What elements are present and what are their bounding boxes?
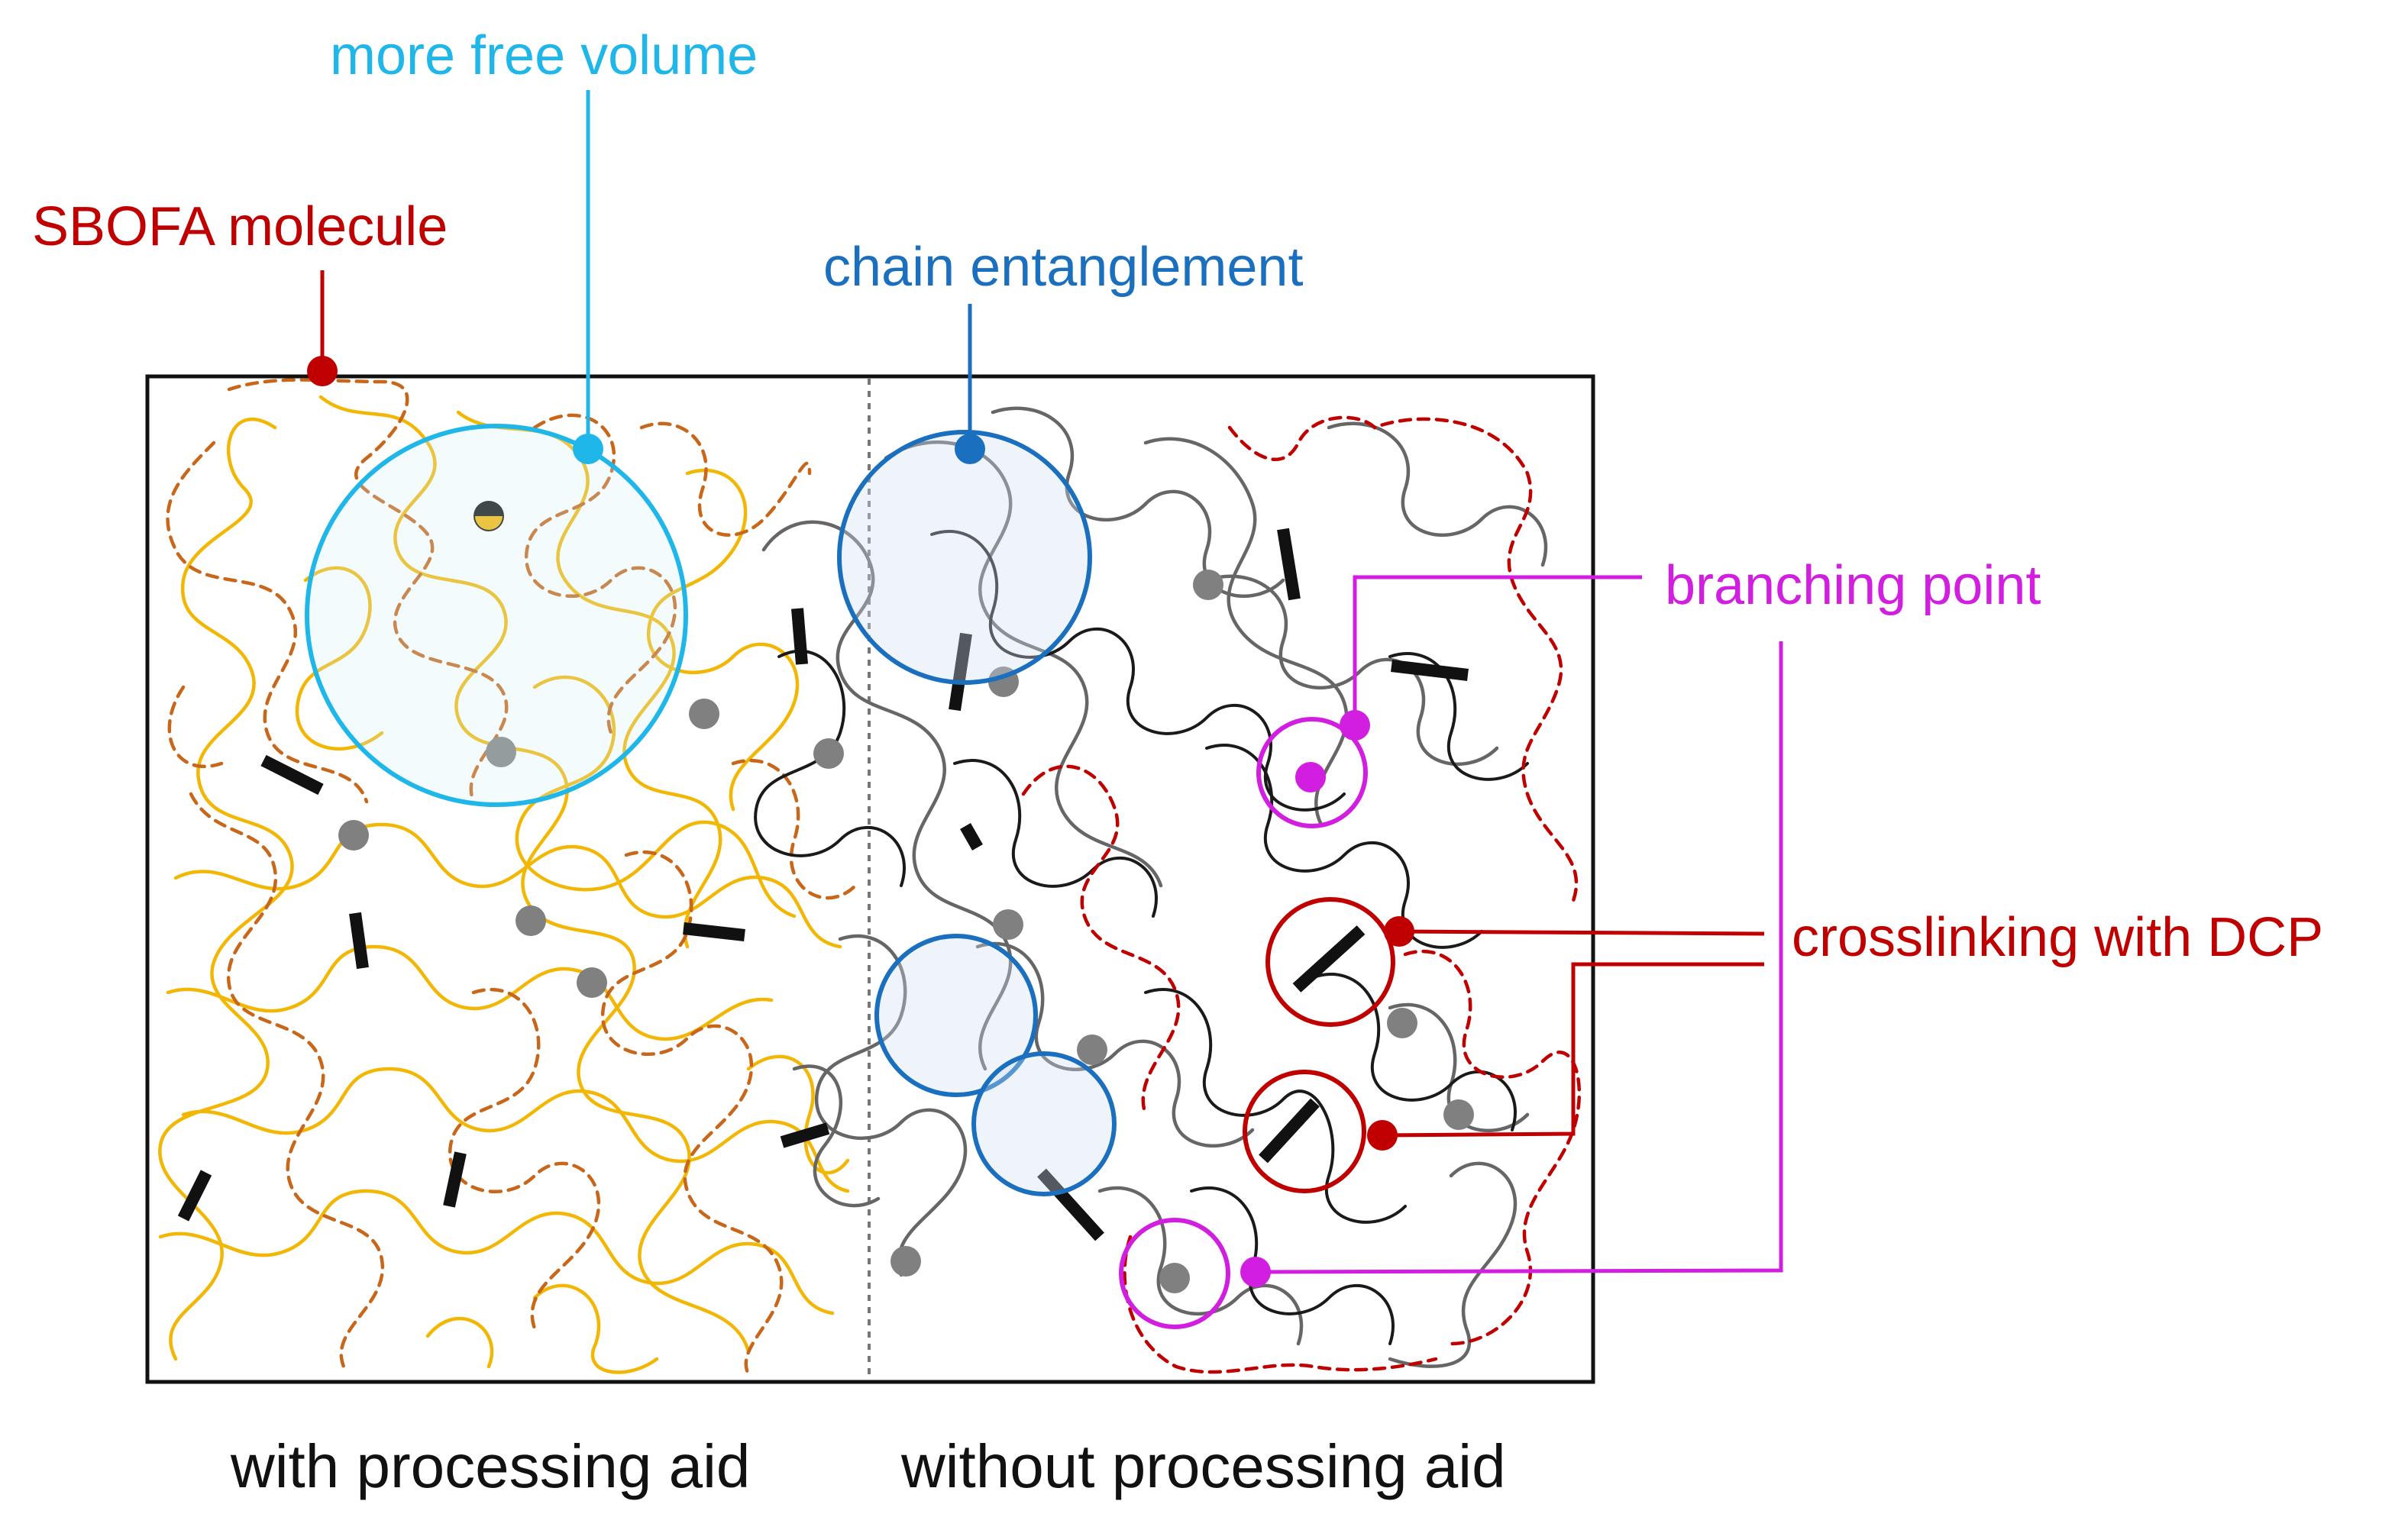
branch-dot: [486, 737, 516, 767]
branch-dot: [1193, 570, 1223, 600]
branch-dot: [577, 967, 607, 998]
entanglement-circles: [837, 430, 1117, 1196]
label-branching-point: branching point: [1665, 555, 2041, 616]
crosslink-bar: [949, 632, 972, 712]
branching-circle: [1256, 717, 1368, 828]
branching-leader-dot: [1240, 1257, 1271, 1287]
entanglement-circle: [874, 934, 1038, 1097]
branching-center-dot: [1295, 762, 1326, 792]
crosslink-bar: [443, 1151, 467, 1208]
branch-dot: [1443, 1099, 1474, 1130]
label-sbofa-molecule: SBOFA molecule: [32, 196, 448, 257]
entanglement-circle: [971, 1051, 1117, 1196]
crosslinking-leader: [1382, 929, 1765, 1138]
free-volume-circle: [305, 424, 688, 807]
branching-circles: [1119, 717, 1368, 1329]
crosslink-bar: [791, 608, 808, 665]
branch-dot: [689, 699, 719, 729]
label-crosslinking-with-dcp: crosslinking with DCP: [1792, 907, 2323, 968]
branch-dot: [338, 820, 369, 851]
crosslink-bar: [1259, 1098, 1320, 1164]
free-volume-leader: [573, 90, 603, 464]
crosslink-bar: [260, 754, 324, 796]
crosslink-bar: [1391, 660, 1469, 681]
crosslinking-leader-dot: [1367, 1120, 1398, 1151]
branch-dot: [516, 905, 546, 936]
crosslink-bar: [349, 912, 369, 970]
entanglement-leader: [955, 304, 985, 464]
crosslink-bar: [780, 1122, 830, 1148]
crosslink-bar: [1277, 528, 1301, 601]
branch-dot: [890, 1246, 921, 1277]
crosslink-bar: [683, 922, 745, 941]
crosslink-bar: [177, 1170, 212, 1222]
branching-leader: [1255, 575, 1783, 1274]
branch-dot: [993, 909, 1023, 940]
sbofa-marker: [474, 501, 504, 531]
branch-dot: [1387, 1008, 1417, 1038]
branching-center-dot: [1159, 1263, 1190, 1293]
branch-dot: [813, 738, 844, 769]
branch-dot: [1077, 1035, 1107, 1065]
entanglement-circle: [837, 430, 1092, 685]
branching-leader-dot: [1340, 710, 1370, 741]
label-more-free-volume: more free volume: [330, 25, 758, 86]
label-chain-entanglement: chain entanglement: [823, 237, 1303, 298]
sbofa-dashed-chains: [166, 378, 858, 1377]
crosslinking-circle: [1243, 1070, 1366, 1193]
branching-circle: [1119, 1218, 1230, 1329]
crosslink-bars: [177, 528, 1469, 1241]
crosslinking-leader-dot: [1384, 916, 1414, 947]
label-with-processing-aid: with processing aid: [230, 1432, 750, 1500]
crosslink-bar: [1037, 1168, 1104, 1241]
branch-dots: [338, 570, 1474, 1277]
crosslink-bar: [1292, 925, 1366, 993]
sbofa-leader: [307, 270, 338, 386]
crosslink-bar: [960, 823, 983, 851]
crosslinking-circles: [1243, 897, 1395, 1193]
crosslinking-circle: [1265, 897, 1395, 1027]
label-without-processing-aid: without processing aid: [900, 1432, 1506, 1500]
